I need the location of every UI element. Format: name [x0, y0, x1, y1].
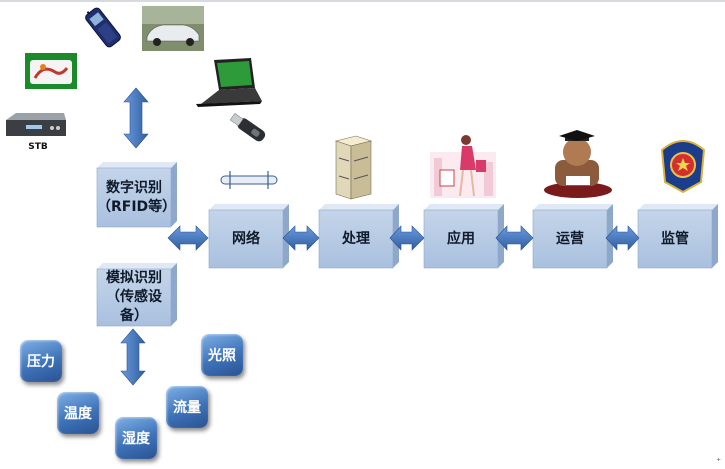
- mobile-phone-icon: [85, 7, 121, 48]
- arrow-devices-digital: [123, 87, 149, 149]
- sensor-flow: 流量: [166, 386, 208, 428]
- supervision-label: 监管: [661, 230, 689, 247]
- block-supervision-shape: [637, 204, 718, 269]
- block-analog-shape: [96, 263, 177, 327]
- block-digital-shape: [96, 162, 177, 228]
- processing-label: 处理: [342, 230, 370, 247]
- top-border: [0, 0, 725, 2]
- network-label: 网络: [232, 230, 260, 247]
- block-application: 应用: [424, 210, 498, 268]
- arrow-processing-application: [389, 225, 425, 251]
- police-badge-icon: [660, 140, 706, 194]
- arrow-network-processing: [282, 225, 320, 251]
- digital-id-line2: （RFID等）: [97, 198, 177, 215]
- car-icon: [142, 6, 204, 51]
- woman-shopping-icon: [430, 135, 496, 198]
- sensor-pressure: 压力: [20, 340, 62, 382]
- block-digital-id: 数字识别 （RFID等）: [97, 168, 177, 227]
- arrow-id-network: [167, 225, 209, 251]
- laptop-icon: [196, 58, 262, 107]
- stb-label: STB: [28, 142, 48, 152]
- professor-icon: [544, 130, 612, 198]
- usb-key-icon: [229, 113, 266, 142]
- arrow-analog-sensors: [120, 328, 146, 386]
- block-operation: 运营: [533, 210, 607, 268]
- network-tube-icon: [220, 171, 278, 189]
- block-network: 网络: [209, 210, 283, 268]
- corner-mark: ⁺: [716, 457, 721, 467]
- application-label: 应用: [447, 230, 475, 247]
- block-processing: 处理: [319, 210, 393, 268]
- block-operation-shape: [532, 204, 613, 269]
- block-supervision: 监管: [638, 210, 712, 268]
- digital-id-line1: 数字识别: [106, 179, 162, 196]
- sensor-light: 光照: [201, 334, 243, 376]
- block-processing-shape: [318, 204, 399, 269]
- block-analog-id: 模拟识别 （传感设备）: [97, 269, 171, 326]
- operation-label: 运营: [556, 230, 584, 247]
- arrow-application-operation: [495, 225, 534, 251]
- analog-id-line2: （传感设备）: [106, 289, 162, 324]
- arrow-operation-supervision: [605, 225, 640, 251]
- set-top-box-icon: [4, 102, 70, 146]
- analog-id-line1: 模拟识别: [106, 270, 162, 286]
- sensor-temperature: 温度: [57, 392, 99, 434]
- sensor-humidity: 湿度: [115, 417, 157, 459]
- id-card-icon: [25, 53, 77, 89]
- server-icon: [334, 135, 373, 200]
